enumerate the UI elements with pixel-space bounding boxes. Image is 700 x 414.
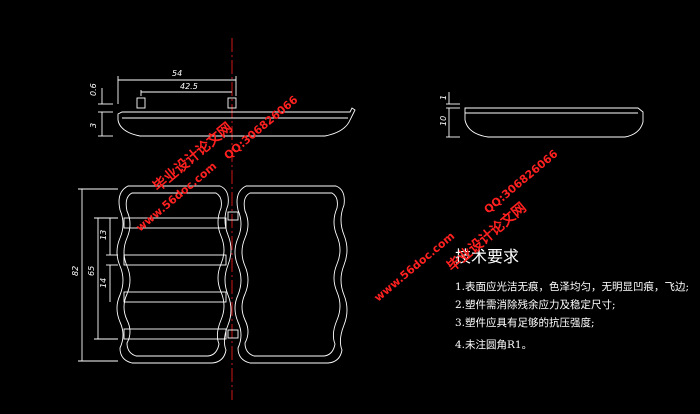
dim-top-inner: 42.5 [180, 82, 198, 91]
dim-top-height: 3 [89, 123, 98, 128]
dim-top-length: 54 [172, 69, 182, 78]
notes-title: 技术要求 [455, 247, 519, 266]
plan-view-right [227, 185, 348, 364]
dim-plan-total: 82 [71, 266, 80, 276]
dim-top-lip: 0.6 [89, 83, 98, 96]
plan-view-left [78, 185, 232, 364]
note-item-1: 1.表面应光洁无痕，色泽均匀，无明显凹痕，飞边; [455, 280, 689, 293]
note-item-4: 4.未注圆角R1。 [455, 338, 532, 351]
dim-plan-rib-b: 14 [99, 278, 108, 288]
dim-side-lip: 1 [439, 95, 448, 100]
dim-side-height: 10 [439, 116, 448, 126]
note-item-3: 3.塑件应具有足够的抗压强度; [455, 316, 595, 329]
section-view-top [98, 76, 356, 137]
dim-plan-span: 65 [87, 266, 96, 276]
dim-plan-rib-a: 13 [99, 230, 108, 240]
note-item-2: 2.塑件需消除残余应力及稳定尺寸; [455, 298, 616, 311]
section-view-side [446, 92, 644, 138]
